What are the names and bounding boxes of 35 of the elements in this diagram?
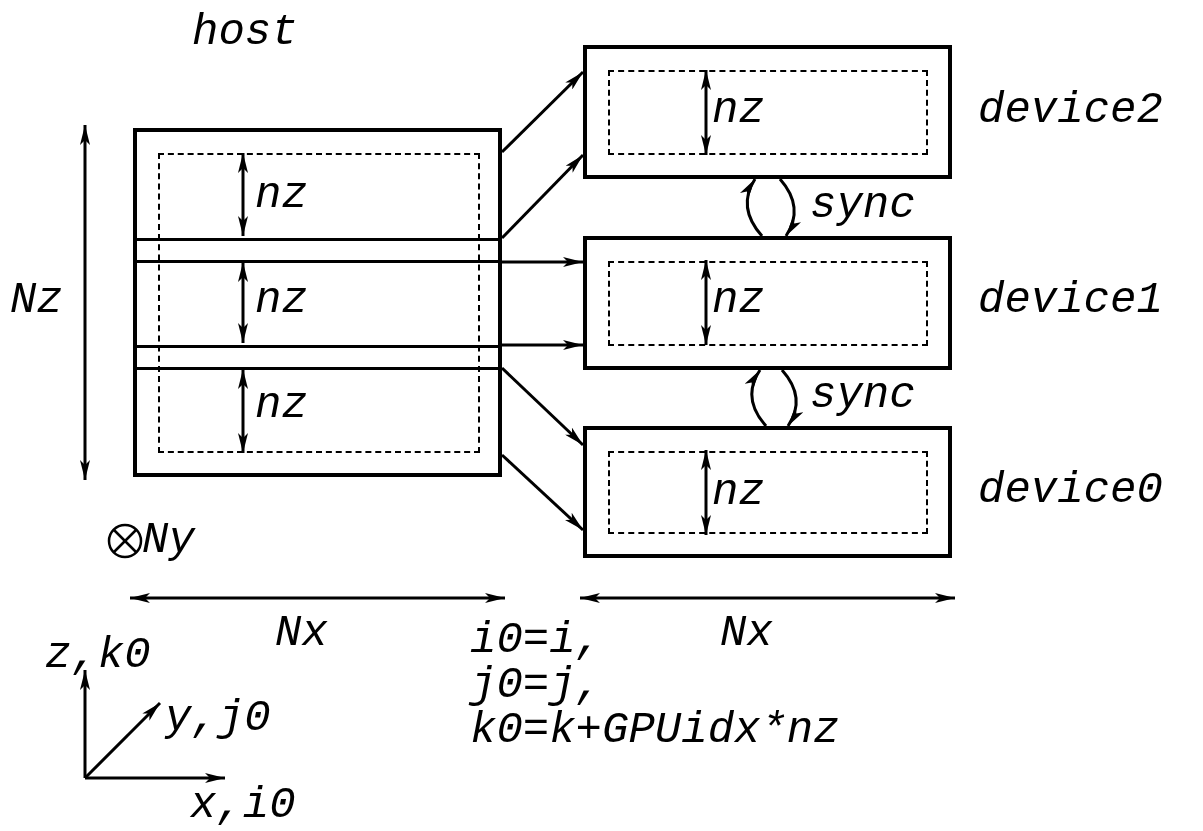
dimension-label: Nz (10, 278, 63, 322)
arrow (780, 369, 803, 427)
dimension-label: z,k0 (45, 633, 151, 677)
arrow (502, 257, 583, 267)
dimension-label: nz (255, 173, 308, 217)
edge-label: sync (810, 373, 916, 417)
arrow (745, 369, 768, 427)
host-label: host (192, 10, 298, 54)
device-label: device2 (978, 88, 1163, 132)
dimension-label: nz (712, 88, 765, 132)
device-box (583, 45, 952, 179)
dimension-label: nz (255, 383, 308, 427)
arrow (500, 153, 585, 240)
device-label: device0 (978, 468, 1163, 512)
device-box (583, 236, 952, 370)
dimension-label: nz (712, 278, 765, 322)
device-box (583, 426, 952, 558)
dimension-label: i0=i, (470, 618, 603, 662)
edge-label: sync (810, 183, 916, 227)
arrow (740, 178, 764, 237)
dimension-label: Nx (720, 611, 773, 655)
arrow (501, 453, 584, 532)
arrow (500, 70, 585, 154)
dimension-label: Ny (142, 518, 195, 562)
arrow (778, 178, 801, 237)
dimension-label: nz (255, 278, 308, 322)
arrow (502, 340, 583, 350)
device-label: device1 (978, 278, 1163, 322)
dimension-label: nz (712, 470, 765, 514)
dimension-label: k0=k+GPUidx*nz (470, 708, 840, 752)
dimension-label: x,i0 (190, 783, 296, 827)
arrow (500, 366, 585, 447)
dimension-label: Nx (275, 611, 328, 655)
dimension-label: y,j0 (165, 696, 271, 740)
dimension-label: j0=j, (470, 663, 603, 707)
